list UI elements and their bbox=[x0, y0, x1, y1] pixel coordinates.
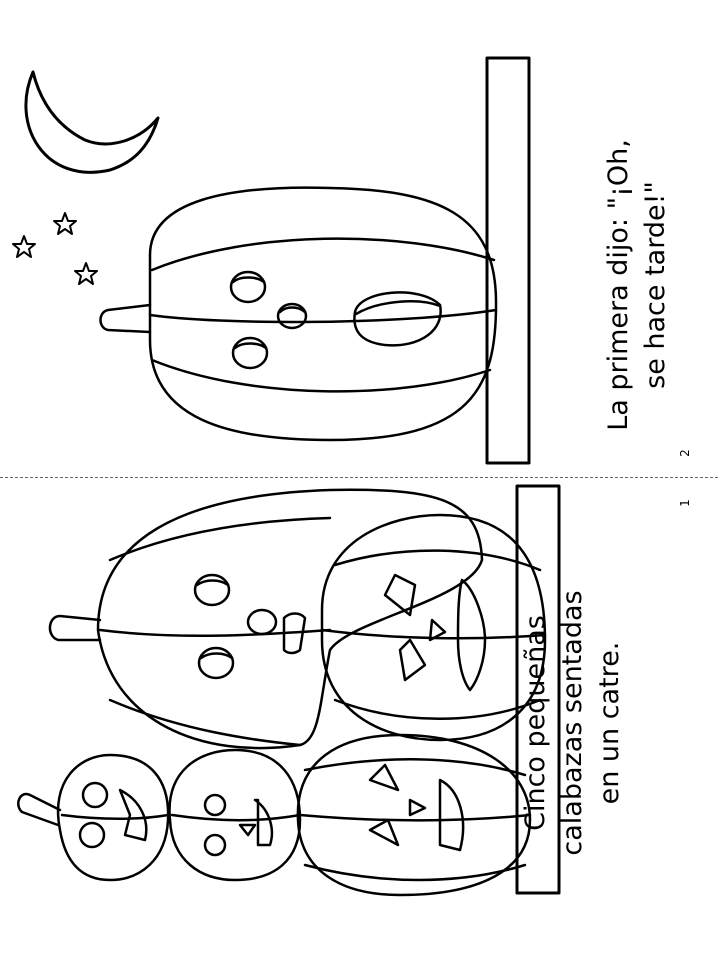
caption-line: en un catre. bbox=[594, 641, 625, 805]
star-icon bbox=[12, 235, 36, 258]
fold-line bbox=[0, 477, 718, 478]
caption-line: Cinco pequeñas bbox=[520, 615, 551, 831]
pumpkin-icon bbox=[48, 488, 484, 750]
fence-bar-icon bbox=[515, 484, 561, 895]
caption-line: La primera dijo: "¡Oh, bbox=[603, 139, 634, 431]
caption-line: calabazas sentadas bbox=[557, 590, 588, 856]
left-panel-art bbox=[17, 484, 561, 897]
page-number-left: 1 bbox=[678, 499, 692, 507]
fence-bar-icon bbox=[485, 56, 531, 465]
caption-left-panel: Cinco pequeñas calabazas sentadas en un … bbox=[517, 573, 633, 873]
pumpkin-icon bbox=[168, 748, 302, 882]
page-number-right: 2 bbox=[678, 449, 692, 457]
caption-line: se hace tarde!" bbox=[640, 181, 671, 389]
star-icon bbox=[53, 212, 77, 235]
pumpkin-icon bbox=[17, 753, 170, 882]
caption-right-panel: La primera dijo: "¡Oh, se hace tarde!" bbox=[600, 75, 680, 495]
moon-icon bbox=[24, 70, 160, 174]
star-icon bbox=[74, 262, 98, 285]
right-panel-art bbox=[12, 56, 531, 465]
pumpkin-icon bbox=[99, 186, 498, 442]
pumpkin-icon bbox=[296, 733, 532, 897]
pumpkin-icon bbox=[320, 513, 547, 742]
